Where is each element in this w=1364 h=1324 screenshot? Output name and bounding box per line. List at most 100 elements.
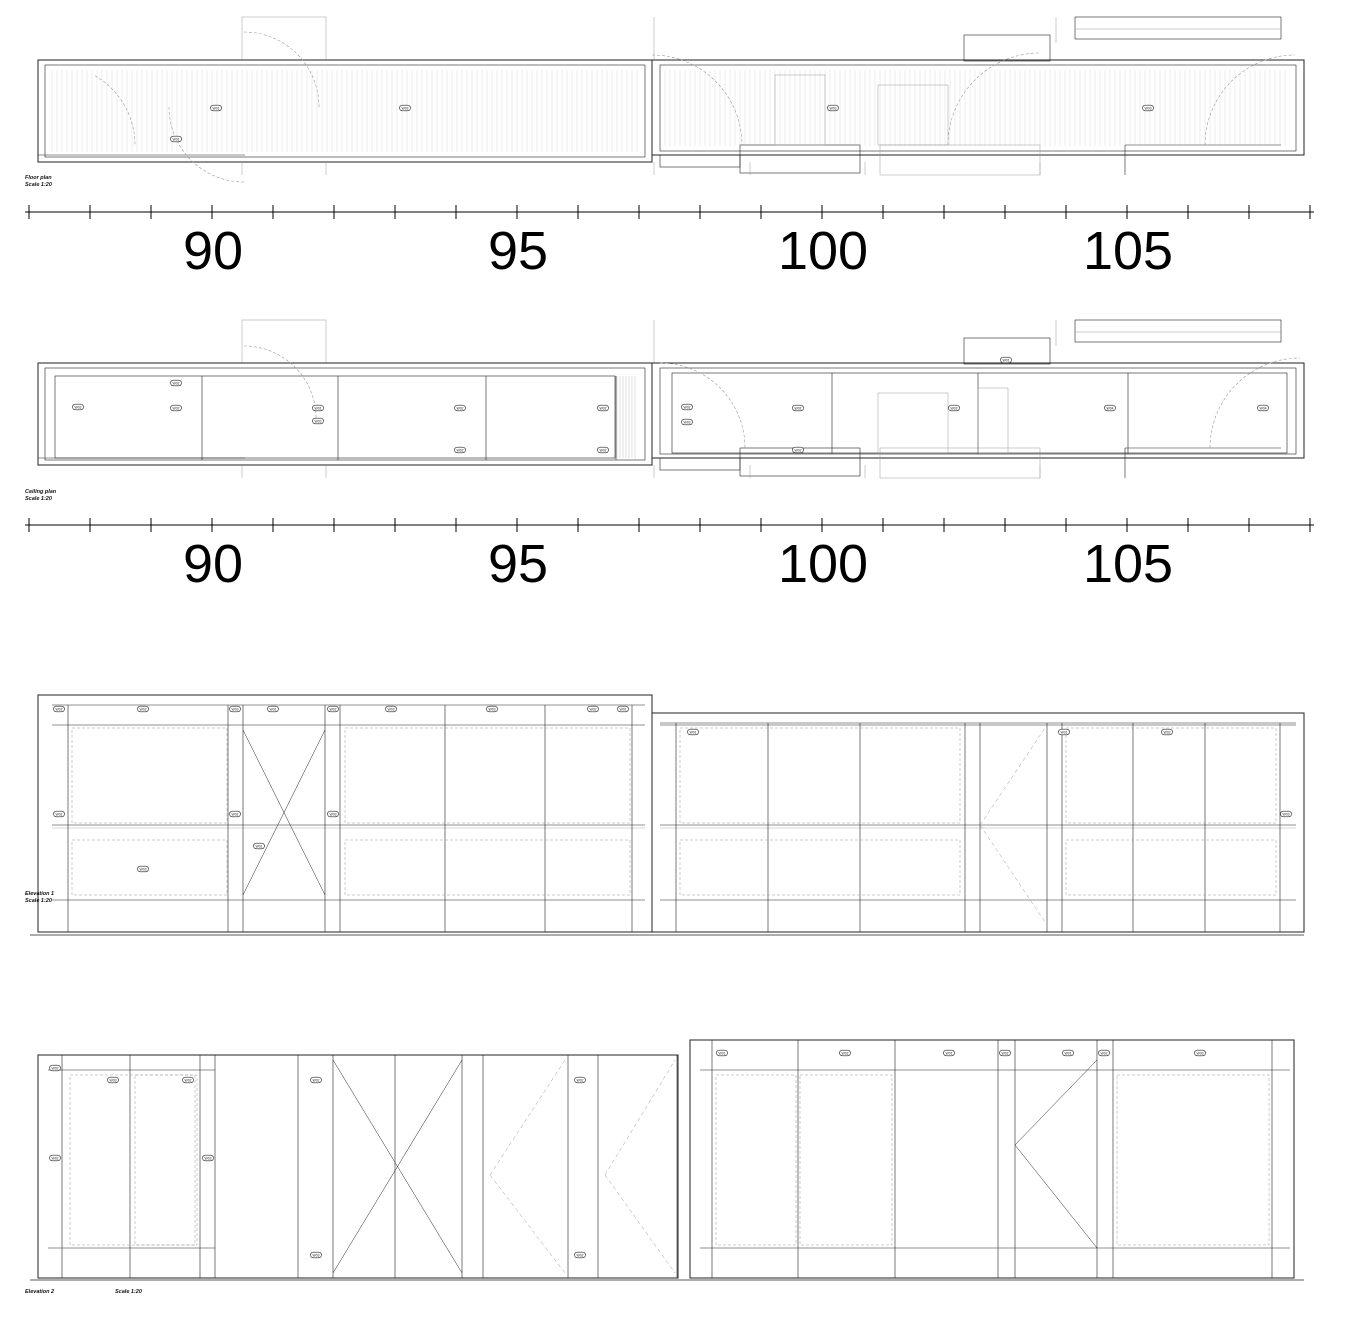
elevation-1-tag: W02: [229, 810, 241, 818]
ceiling-plan-tag: W02: [948, 404, 960, 412]
element-tag-text: W02: [577, 1078, 584, 1082]
element-tag-text: W02: [577, 1253, 584, 1257]
ruler-2-label-100: 100: [777, 534, 869, 594]
element-tag-bubble: [827, 104, 839, 112]
elevation-1-tag: W03: [1280, 810, 1292, 818]
floor-plan-title: Floor plan: [25, 175, 52, 181]
elevation-1-tag: W03: [137, 865, 149, 873]
element-tag-text: W01: [946, 1051, 953, 1055]
floor-plan-caption: Floor plan Scale 1:20: [25, 175, 52, 189]
element-tag-text: W01: [256, 844, 263, 848]
door-diagonal: [1014, 1144, 1098, 1249]
scale-rulers: [25, 205, 1314, 532]
elevation-2-drawing: [30, 1039, 1304, 1281]
door-leaf: [977, 387, 1009, 454]
ceiling-plan-tag: W04: [1104, 404, 1116, 412]
element-tag-text: W03: [140, 867, 147, 871]
ceiling-plan-caption: Ceiling plan Scale 1:20: [25, 489, 56, 503]
elevation-2-tag: W02: [839, 1049, 851, 1057]
element-tag-text: W02: [951, 406, 958, 410]
element-tag-bubble: [202, 1154, 214, 1162]
element-tag-bubble: [597, 446, 609, 454]
element-tag-text: W03: [330, 812, 337, 816]
element-tag-text: W02: [1164, 730, 1171, 734]
element-tag-bubble: [999, 1049, 1011, 1057]
element-tag-bubble: [1058, 728, 1070, 736]
element-tag-text: W01: [1065, 1051, 1072, 1055]
element-tag-text: W02: [232, 812, 239, 816]
elevation-2-tag: W01: [1062, 1049, 1074, 1057]
element-tag-text: W02: [1101, 1051, 1108, 1055]
element-tag-text: W02: [457, 406, 464, 410]
element-tag-bubble: [792, 404, 804, 412]
element-tag-text: W02: [140, 707, 147, 711]
element-tag-bubble: [574, 1251, 586, 1259]
elevation-1-tag: W02: [327, 705, 339, 713]
element-tag-bubble: [1142, 104, 1154, 112]
element-tag-bubble: [1161, 728, 1173, 736]
panel-outline: [344, 727, 631, 824]
element-tag-text: W04: [1260, 406, 1267, 410]
elevation-2-tag: W02: [574, 1076, 586, 1084]
element-tag-text: W03: [684, 420, 691, 424]
door-diagonal: [1014, 1059, 1098, 1146]
panel-outline: [134, 1074, 198, 1246]
lower-room: [659, 457, 741, 471]
elevation-2-title: Elevation 2: [25, 1289, 55, 1295]
elevation-1-tag: W03: [327, 810, 339, 818]
stair-box: [963, 337, 1051, 365]
element-tag-text: W02: [52, 1066, 59, 1070]
ceiling-plan-tag: W02: [312, 417, 324, 425]
ruler-2-label-90: 90: [182, 534, 244, 594]
element-tag-bubble: [948, 404, 960, 412]
element-tag-text: W02: [684, 405, 691, 409]
elevation-1-tag: W02: [137, 705, 149, 713]
ceiling-plan-tag: W02: [681, 403, 693, 411]
element-tag-bubble: [137, 865, 149, 873]
element-tag-text: W01: [1003, 358, 1010, 362]
element-tag-bubble: [1257, 404, 1269, 412]
elevation-1-tag: W02: [53, 810, 65, 818]
wall-envelope-right: [651, 59, 1305, 156]
elevation-2-frame-left: [37, 1054, 679, 1279]
element-tag-bubble: [1062, 1049, 1074, 1057]
elevation-1-tag: W02: [53, 705, 65, 713]
element-tag-text: W02: [52, 1156, 59, 1160]
element-tag-bubble: [327, 705, 339, 713]
elevation-2-tag: W01: [716, 1049, 728, 1057]
elevation-1-tag: W01: [253, 842, 265, 850]
elevation-1-tag: W02: [1161, 728, 1173, 736]
ceiling-plan-drawing: [37, 319, 1305, 479]
element-tag-bubble: [170, 379, 182, 387]
elevation-1-tag: W01: [267, 705, 279, 713]
elevation-2-tag: W03: [310, 1251, 322, 1259]
ruler-1-label-90: 90: [182, 221, 244, 281]
element-tag-bubble: [72, 403, 84, 411]
ceiling-plan-tag: W02: [597, 446, 609, 454]
ruler-2-label-105: 105: [1082, 534, 1174, 594]
element-tag-bubble: [792, 446, 804, 454]
element-tag-text: W02: [600, 448, 607, 452]
elevation-1-tag: W03: [486, 705, 498, 713]
panel-outline: [344, 839, 631, 896]
lower-room: [879, 447, 1041, 479]
opening-outline: [241, 319, 327, 364]
elevation-2-tag: W03: [202, 1154, 214, 1162]
elevation-2-tag: W02: [310, 1076, 322, 1084]
element-tag-text: W02: [56, 812, 63, 816]
element-tag-bubble: [49, 1064, 61, 1072]
element-tag-text: W03: [1145, 106, 1152, 110]
door-leaf: [774, 74, 826, 146]
element-tag-text: W03: [1283, 812, 1290, 816]
element-tag-text: W02: [590, 707, 597, 711]
element-tag-text: W02: [402, 106, 409, 110]
ruler-2-label-95: 95: [487, 534, 549, 594]
element-tag-bubble: [53, 705, 65, 713]
element-tag-bubble: [1098, 1049, 1110, 1057]
panel-outline: [679, 839, 961, 896]
element-tag-text: W01: [173, 137, 180, 141]
element-tag-bubble: [1000, 356, 1012, 364]
ceiling-plan-scale: Scale 1:20: [25, 496, 52, 502]
ceiling-plan-tag: W02: [792, 446, 804, 454]
floor-plan-drawing: [37, 16, 1305, 183]
